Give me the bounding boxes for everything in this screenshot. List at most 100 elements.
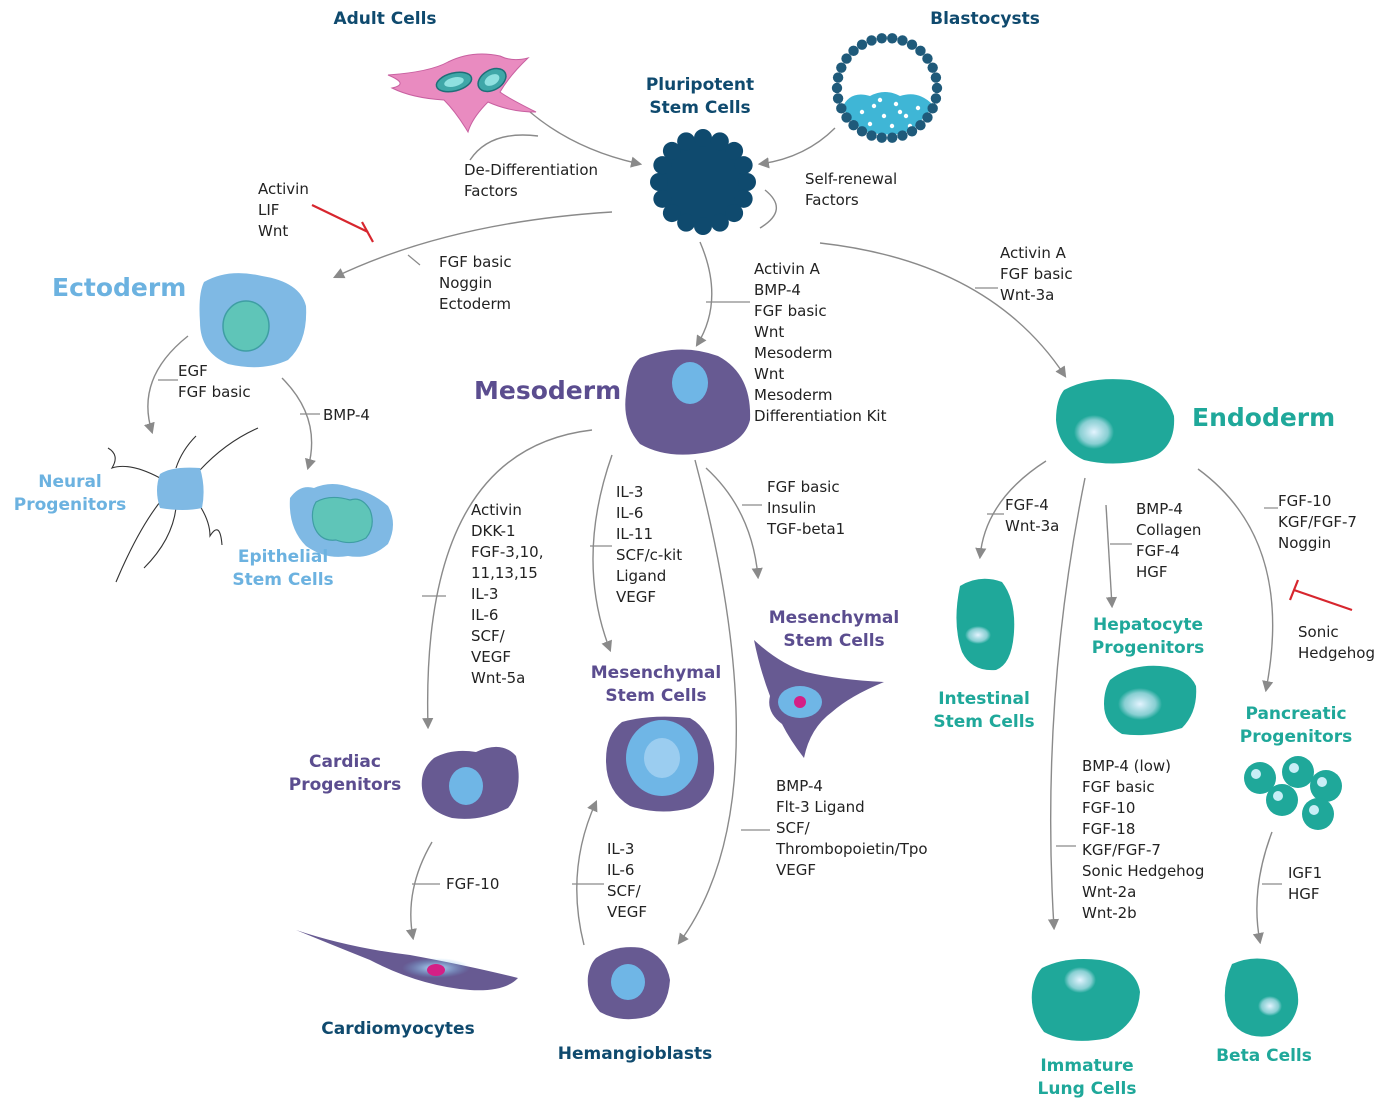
- arrow-dedifferentiation-curl: [470, 135, 538, 160]
- immature-lung-cell-icon: [1032, 959, 1140, 1041]
- adult-cells-icon: [388, 54, 536, 132]
- pancreatic-to-beta-factors-label: IGF1 HGF: [1288, 863, 1322, 905]
- blastocyst-bead: [922, 112, 932, 122]
- hemangioblast-icon: [588, 947, 670, 1019]
- cardiac-progenitor-icon: [422, 747, 519, 819]
- pluripotent-stem-cell-icon: [650, 129, 756, 235]
- ectoderm-cell-icon: [200, 273, 307, 367]
- msc-center-icon: [606, 717, 714, 812]
- arrow-to-lung: [1051, 478, 1085, 928]
- blastocyst-inner-dot: [878, 98, 882, 102]
- immature-lung-cells-title: Immature Lung Cells: [1022, 1055, 1152, 1101]
- blastocyst-bead: [857, 126, 867, 136]
- arrow-to-msc-right: [706, 468, 758, 577]
- arrow-hemangioblasts-to-msc: [577, 802, 596, 945]
- blastocyst-bead: [922, 53, 932, 63]
- pluripotent-bump: [653, 190, 671, 208]
- arrow-to-beta: [1257, 832, 1272, 942]
- to-msc-center-factors-label: IL-3 IL-6 IL-11 SCF/c-kit Ligand VEGF: [616, 482, 682, 608]
- blastocyst-bead: [836, 62, 846, 72]
- blastocyst-bead: [932, 83, 942, 93]
- pancreatic-cell-nucleus: [1289, 763, 1299, 773]
- beta-cells-title: Beta Cells: [1204, 1045, 1324, 1068]
- blastocyst-inner-dot: [904, 114, 908, 118]
- blastocyst-bead: [915, 120, 925, 130]
- pluripotent-bump: [711, 214, 729, 232]
- intestinal-stem-cells-title: Intestinal Stem Cells: [924, 688, 1044, 734]
- inhibitor-sonic-hedgehog: [1290, 580, 1352, 610]
- pancreatic-cell-nucleus: [1309, 805, 1319, 815]
- pluripotent-bump: [735, 156, 753, 174]
- pancreatic-cell-nucleus: [1251, 769, 1261, 779]
- beta-cell-icon: [1225, 958, 1298, 1036]
- blastocyst-icon: [832, 33, 942, 143]
- to-pancreatic-factors-label: FGF-10 KGF/FGF-7 Noggin: [1278, 491, 1357, 554]
- to-hepatocyte-factors-label: BMP-4 Collagen FGF-4 HGF: [1136, 499, 1201, 583]
- to-msc-right-factors-label: FGF basic Insulin TGF-beta1: [767, 477, 845, 540]
- blastocyst-bead: [866, 35, 876, 45]
- pancreatic-cell-nucleus: [1317, 777, 1327, 787]
- arrow-to-msc-center: [593, 455, 612, 650]
- hemangioblasts-to-msc-factors-label: IL-3 IL-6 SCF/ VEGF: [607, 839, 647, 923]
- pluripotent-bump: [694, 217, 712, 235]
- blastocysts-title: Blastocysts: [910, 8, 1060, 31]
- to-cardiac-factors-label: Activin DKK-1 FGF-3,10, 11,13,15 IL-3 IL…: [471, 500, 543, 689]
- pluripotent-bump: [738, 173, 756, 191]
- adult-cells-title: Adult Cells: [320, 8, 450, 31]
- to-mesoderm-factors-label: Activin A BMP-4 FGF basic Wnt Mesoderm W…: [754, 259, 886, 427]
- blastocyst-inner-dot: [890, 124, 894, 128]
- cardiomyocytes-title: Cardiomyocytes: [318, 1018, 478, 1041]
- to-epithelial-factors-label: BMP-4: [323, 405, 370, 426]
- pancreatic-cell-nucleus: [1273, 791, 1283, 801]
- blastocyst-inner-dot: [868, 122, 872, 126]
- blastocyst-bead: [836, 103, 846, 113]
- blastocyst-bead: [915, 46, 925, 56]
- pancreatic-cell: [1310, 770, 1342, 802]
- blastocyst-bead: [841, 112, 851, 122]
- inhibitor-pluripotent: [312, 205, 373, 242]
- blastocyst-bead: [931, 93, 941, 103]
- epithelial-stem-cells-title: Epithelial Stem Cells: [222, 546, 344, 592]
- arrow-self-renewal-loop: [760, 190, 776, 228]
- blastocyst-bead: [877, 133, 887, 143]
- blastocyst-inner-dot: [894, 102, 898, 106]
- msc-right-title: Mesenchymal Stem Cells: [762, 607, 906, 653]
- inhibit-pancreatic-label: Sonic Hedgehog: [1298, 622, 1375, 664]
- blastocyst-bead: [857, 39, 867, 49]
- blastocyst-bead: [927, 62, 937, 72]
- blastocyst-bead: [877, 33, 887, 43]
- ectoderm-title: Ectoderm: [52, 273, 186, 303]
- blastocyst-bead: [848, 120, 858, 130]
- blastocyst-bead: [866, 130, 876, 140]
- pluripotent-bump: [694, 129, 712, 147]
- blastocyst-inner-dot: [860, 110, 864, 114]
- pancreatic-cell: [1302, 798, 1334, 830]
- inhibit-pluripotent-label: Activin LIF Wnt: [258, 179, 309, 242]
- blastocyst-bead: [848, 46, 858, 56]
- endoderm-cell-icon: [1056, 379, 1174, 463]
- blastocyst-bead: [887, 33, 897, 43]
- arrow-blastocyst-to-pluripotent: [760, 128, 835, 164]
- intestinal-stem-cell-icon: [956, 579, 1014, 670]
- to-neural-factors-label: EGF FGF basic: [178, 361, 251, 403]
- msc-center-title: Mesenchymal Stem Cells: [584, 662, 728, 708]
- blastocyst-bead: [927, 103, 937, 113]
- pancreatic-cell: [1282, 756, 1314, 788]
- neural-progenitors-title: Neural Progenitors: [8, 471, 132, 517]
- pluripotent-bump: [650, 173, 668, 191]
- blastocyst-bead: [841, 53, 851, 63]
- endoderm-title: Endoderm: [1192, 403, 1330, 433]
- pancreatic-progenitor-icon: [1244, 756, 1342, 830]
- hepatocyte-progenitor-icon: [1104, 666, 1196, 735]
- to-hemangioblasts-factors-label: BMP-4 Flt-3 Ligand SCF/ Thrombopoietin/T…: [776, 776, 928, 881]
- dedifferentiation-factors-label: De-Differentiation Factors: [464, 160, 598, 202]
- mesoderm-cell-icon: [625, 349, 750, 454]
- pluripotent-bump: [677, 132, 695, 150]
- cardiomyocyte-icon: [296, 930, 518, 990]
- arrow-to-mesoderm: [697, 242, 712, 345]
- arrow-to-cardiomyocytes: [411, 842, 432, 938]
- cardiac-progenitors-title: Cardiac Progenitors: [280, 751, 410, 797]
- blastocyst-bead: [907, 126, 917, 136]
- blastocyst-bead: [833, 72, 843, 82]
- arrow-adult-to-pluripotent: [530, 112, 640, 164]
